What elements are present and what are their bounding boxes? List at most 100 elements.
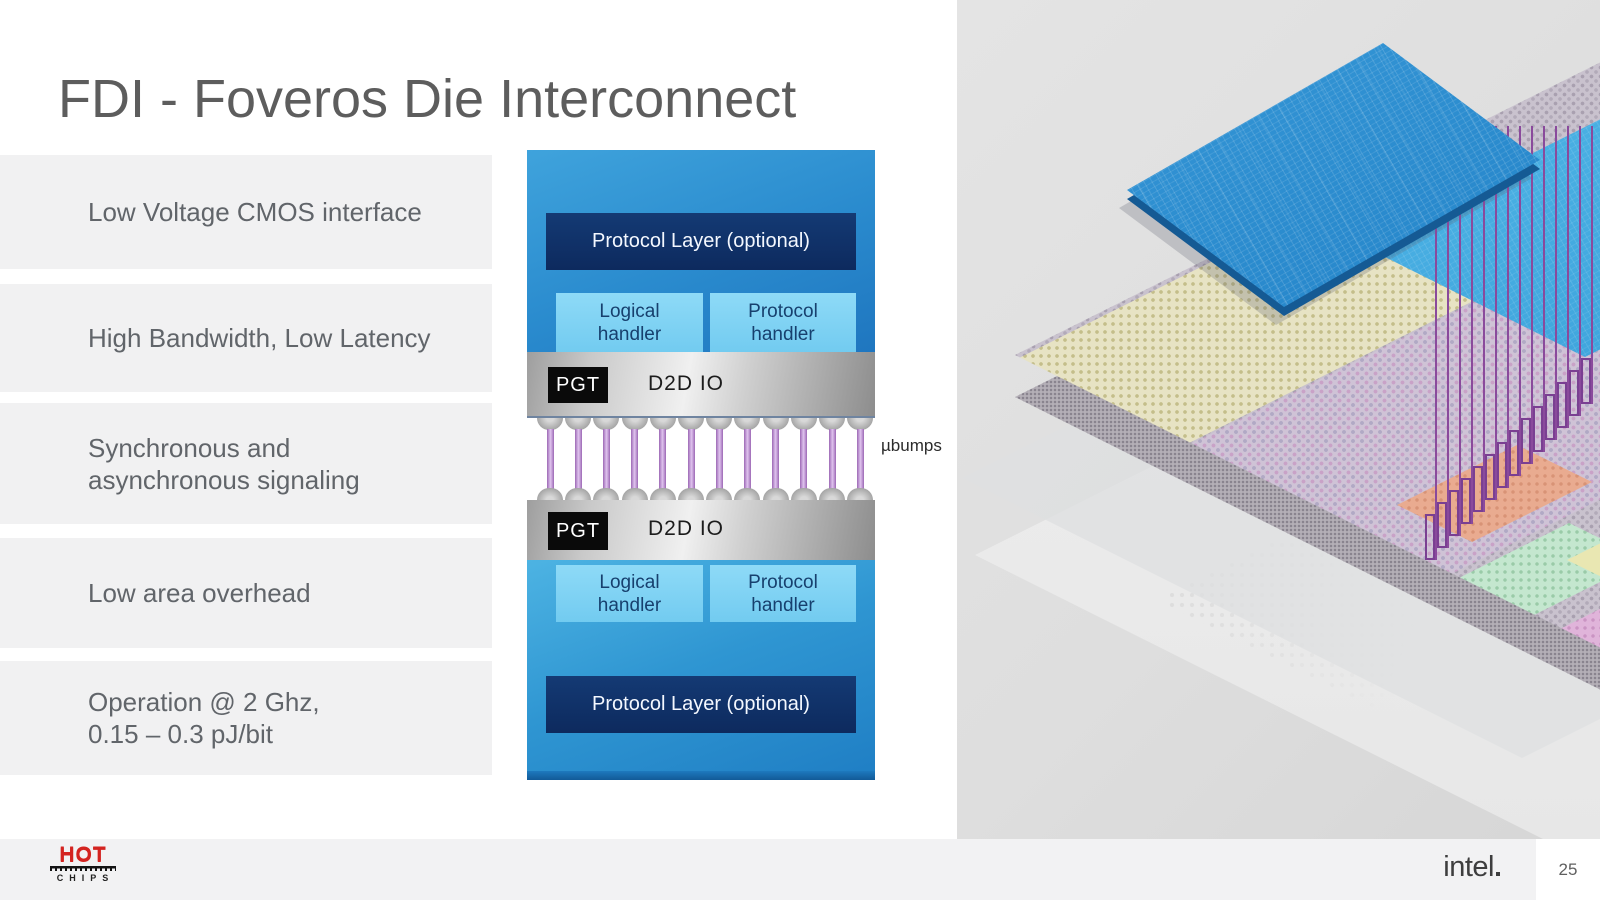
tsv-wire [1435, 126, 1437, 560]
microbump [621, 418, 648, 430]
tsv-wire [1555, 126, 1557, 440]
microbump [649, 488, 676, 500]
tsv-wire [1579, 126, 1581, 416]
microbump [565, 418, 592, 430]
feature-item-label: Low area overhead [88, 578, 311, 608]
microbump [734, 488, 761, 500]
page-number: 25 [1536, 839, 1600, 900]
bottom-die: PGT D2D IO Logical handler Protocol hand… [527, 500, 875, 780]
tsv-wire-loop [1557, 382, 1567, 428]
tsv-wire-loop [1533, 406, 1543, 452]
microbump [819, 418, 845, 430]
tsv-wire-loop [1485, 454, 1495, 500]
top-pgt-block: PGT [548, 367, 608, 403]
tsv-wire-loop [1473, 466, 1483, 512]
microbump [762, 488, 789, 500]
microbump [762, 418, 789, 430]
feature-item: Low Voltage CMOS interface [0, 155, 492, 269]
microbump-wire [546, 429, 554, 489]
top-d2d-io-bar: PGT D2D IO [527, 352, 875, 418]
microbump [678, 488, 704, 500]
feature-item-label: Operation @ 2 Ghz, 0.15 – 0.3 pJ/bit [88, 687, 320, 749]
microbump [706, 488, 733, 500]
tsv-wire [1459, 126, 1461, 536]
tsv-wire-loop [1497, 442, 1507, 488]
bottom-protocol-layer-block: Protocol Layer (optional) [546, 676, 856, 733]
ubumps-label: µbumps [881, 436, 942, 455]
top-die: Protocol Layer (optional) Logical handle… [527, 150, 875, 418]
tsv-wire-loop [1569, 370, 1579, 416]
microbump [593, 418, 620, 430]
feature-item: High Bandwidth, Low Latency [0, 284, 492, 392]
bottom-protocol-handler-block: Protocol handler [710, 565, 856, 622]
hotchips-logo-chips: CHIPS [56, 873, 115, 883]
tsv-wire-loop [1509, 430, 1519, 476]
tsv-wire-loop [1449, 490, 1459, 536]
bottom-pgt-block: PGT [548, 512, 608, 550]
microbump [593, 488, 620, 500]
tsv-wire [1495, 126, 1497, 500]
footer: HOT CHIPS intel 25 [0, 839, 1600, 900]
microbump [790, 418, 817, 430]
microbump [734, 418, 761, 430]
intel-logo: intel [1443, 851, 1500, 884]
top-protocol-handler-block: Protocol handler [710, 293, 856, 352]
microbump [621, 488, 648, 500]
hotchips-logo: HOT CHIPS [48, 843, 118, 883]
microbump-wire [800, 429, 808, 489]
microbump-wire [772, 429, 780, 489]
microbump-wire [574, 429, 582, 489]
feature-item: Operation @ 2 Ghz, 0.15 – 0.3 pJ/bit [0, 661, 492, 775]
tsv-wire-loop [1521, 418, 1531, 464]
feature-item: Synchronous and asynchronous signaling [0, 403, 492, 524]
microbump [847, 418, 874, 430]
microbump-wire [631, 429, 639, 489]
fdi-diagram: Protocol Layer (optional) Logical handle… [527, 150, 875, 780]
tsv-wire [1507, 126, 1509, 488]
page-title: FDI - Foveros Die Interconnect [58, 69, 797, 129]
feature-item-label: High Bandwidth, Low Latency [88, 323, 431, 353]
feature-item: Low area overhead [0, 538, 492, 648]
top-protocol-layer-block: Protocol Layer (optional) [546, 213, 856, 270]
top-d2d-io-label: D2D IO [647, 372, 724, 395]
microbump-wire [715, 429, 723, 489]
tsv-wire-loop [1545, 394, 1555, 440]
tsv-wire-loop [1425, 514, 1435, 560]
intel-logo-text: intel [1443, 851, 1494, 883]
tsv-wire [1591, 126, 1593, 404]
top-logical-handler-block: Logical handler [556, 293, 703, 352]
microbump [537, 418, 563, 430]
tsv-wire [1483, 126, 1485, 512]
microbump-wire [828, 429, 836, 489]
tsv-wire-loop [1581, 358, 1591, 404]
bottom-die-edge [527, 771, 875, 780]
microbump [706, 418, 733, 430]
feature-item-label: Synchronous and asynchronous signaling [88, 432, 360, 495]
tsv-wire-loop [1437, 502, 1447, 548]
die-stack-render [957, 0, 1600, 839]
microbump [790, 488, 817, 500]
tsv-wire [1543, 126, 1545, 452]
intel-logo-dot [1496, 872, 1500, 876]
hotchips-logo-bar [50, 866, 116, 871]
microbump-zone [527, 418, 875, 500]
microbump-wire [743, 429, 751, 489]
tsv-wire [1531, 126, 1533, 464]
hotchips-logo-hot: HOT [59, 843, 107, 866]
tsv-wire [1519, 126, 1521, 476]
tsv-wire [1471, 126, 1473, 524]
tsv-wire-loop [1461, 478, 1471, 524]
microbump [847, 488, 874, 500]
bottom-logical-handler-block: Logical handler [556, 565, 703, 622]
microbump [537, 488, 563, 500]
microbump [649, 418, 676, 430]
microbump-wire [602, 429, 610, 489]
microbump-wire [856, 429, 864, 489]
tsv-wire [1567, 126, 1569, 428]
microbump [678, 418, 704, 430]
bottom-d2d-io-label: D2D IO [647, 517, 724, 540]
microbump-wire [659, 429, 667, 489]
microbump [565, 488, 592, 500]
tsv-wire [1447, 126, 1449, 548]
